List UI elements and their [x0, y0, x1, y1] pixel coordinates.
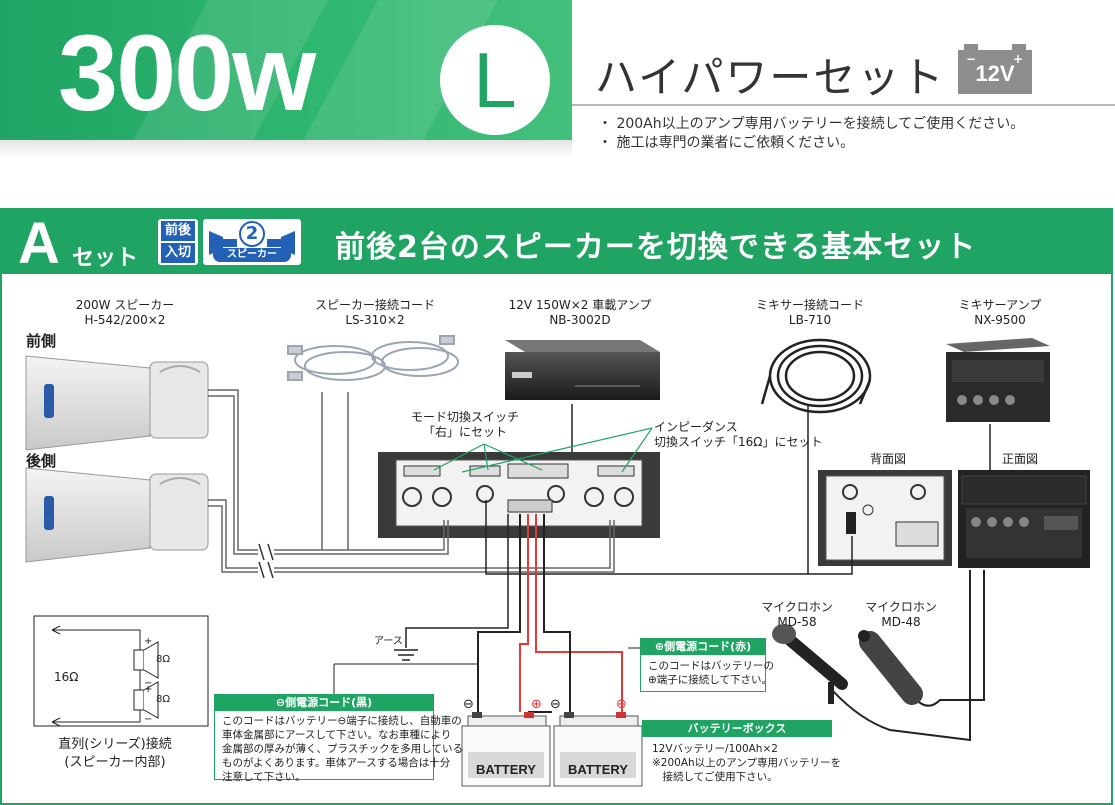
rear-speaker [25, 467, 209, 563]
two-speaker-badge: 2 スピーカー [203, 219, 301, 265]
mixer-front-view [958, 470, 1090, 568]
header-shadow [0, 140, 572, 158]
back-view-label: 背面図 [870, 452, 907, 466]
mixer-back-view [818, 470, 952, 566]
series-diagram [33, 615, 209, 727]
minus-mark: − [144, 678, 153, 689]
battery-2-label: BATTERY [568, 762, 628, 777]
wattage-title: 300w [58, 12, 316, 133]
front-back-switch-badge: 前後 入切 [158, 219, 198, 265]
battery-terminal-marks: ⊖ ⊕ ⊖ ⊕ [463, 697, 627, 712]
minus-mark: − [144, 714, 153, 725]
positive-cord-body: このコードはバッテリーの⊕端子に接続して下さい。 [648, 660, 774, 686]
size-badge: L [440, 25, 550, 135]
impedance-switch-note: インピーダンス切換スイッチ「16Ω」にセット [654, 420, 823, 449]
speaker-cord-image [287, 335, 459, 381]
battery-box-body: 12Vバッテリー/100Ah×2 ※200Ah以上のアンプ専用バッテリーを 接続… [652, 743, 841, 783]
set-suffix: セット [72, 246, 139, 271]
svg-text:⊖: ⊖ [463, 697, 474, 712]
plus-mark: + [144, 636, 153, 647]
set-frame [0, 208, 1113, 805]
earth-wire [394, 514, 509, 661]
plus-mark: + [144, 684, 153, 695]
svg-text:⊕: ⊕ [531, 697, 542, 712]
note-item: ・ 200Ah以上のアンプ専用バッテリーを接続してご使用ください。 [598, 116, 1025, 132]
svg-text:⊕: ⊕ [616, 697, 627, 712]
mic-md48-image [858, 630, 923, 705]
front-view-label: 正面図 [1002, 452, 1039, 466]
battery-12v-label: 12V [975, 61, 1015, 86]
speaker-cable [208, 389, 615, 573]
mic-cables [831, 570, 985, 742]
battery-1-label: BATTERY [476, 762, 536, 777]
mixer-cord-image [760, 338, 872, 414]
positive-cord-title: ⊕側電源コード(赤) [640, 638, 766, 655]
size-letter: L [473, 36, 517, 124]
mode-switch-note: モード切換スイッチ「右」にセット [410, 410, 519, 439]
page-title: ハイパワーセット [595, 53, 946, 102]
header-notes: ・ 200Ah以上のアンプ専用バッテリーを接続してご使用ください。 ・ 施工は専… [598, 115, 1024, 153]
series-speaker-impedance: 8Ω [156, 654, 171, 665]
series-speaker-impedance: 8Ω [156, 694, 171, 705]
cable-break-mark [258, 543, 274, 579]
series-total-impedance: 16Ω [54, 670, 79, 684]
negative-cord-title: ⊖側電源コード(黒) [214, 694, 434, 711]
speaker-count-label: スピーカー [213, 248, 291, 262]
mic-md58-image [772, 624, 848, 704]
negative-cord-body: このコードはバッテリー⊖端子に接続し、自動車の 車体金属部にアースして下さい。な… [222, 715, 463, 783]
set-title: 前後2台のスピーカーを切換できる基本セット [335, 230, 977, 265]
speaker-count: 2 [239, 221, 265, 247]
svg-text:⊖: ⊖ [550, 697, 561, 712]
front-speaker [25, 355, 209, 451]
battery-2 [553, 712, 643, 787]
amp-image [505, 340, 660, 400]
badge-on-off-label: 入切 [161, 243, 195, 263]
mixer-cable [485, 404, 991, 575]
battery-12v-icon: − + 12V [958, 44, 1032, 94]
badge-front-back-label: 前後 [161, 221, 195, 241]
set-letter: A [18, 211, 60, 276]
battery-1 [461, 712, 551, 787]
front-position-label: 前側 [26, 332, 57, 350]
battery-box-title: バッテリーボックス [642, 720, 832, 737]
rear-position-label: 後側 [26, 452, 57, 470]
earth-label: アース [374, 636, 403, 647]
power-wires [333, 514, 652, 713]
annotation-leaders [433, 427, 653, 473]
series-caption: 直列(シリーズ)接続(スピーカー内部) [58, 737, 172, 770]
mixer-amp-image [946, 338, 1050, 422]
note-item: ・ 施工は専門の業者にご依頼ください。 [598, 135, 855, 151]
header-divider [572, 104, 1115, 106]
